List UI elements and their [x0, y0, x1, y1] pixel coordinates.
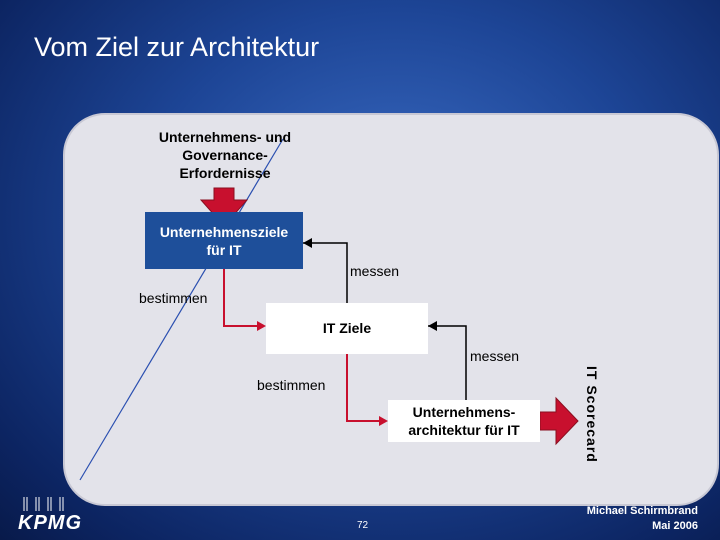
kpmg-logo: KPMG	[18, 512, 82, 534]
scorecard-text: IT Scorecard	[584, 365, 600, 463]
kpmg-logo-mark	[23, 497, 64, 511]
author-info: Michael Schirmbrand Mai 2006	[587, 504, 698, 534]
measure-connector-2	[428, 325, 467, 400]
measure-label-1: messen	[350, 263, 400, 279]
architecture-box: Unternehmens- architektur für IT	[388, 400, 540, 442]
page-title: Vom Ziel zur Architektur	[34, 32, 320, 62]
it-goals-label: IT Ziele	[322, 320, 372, 336]
requirements-line: Governance-	[182, 147, 268, 163]
author-name: Michael Schirmbrand	[586, 505, 698, 517]
author-date: Mai 2006	[652, 520, 698, 532]
diagonal-line	[79, 138, 284, 481]
page-number: 72	[357, 520, 369, 531]
measure-arrowhead-2	[428, 321, 437, 331]
scorecard-arrow	[539, 396, 579, 446]
requirements-label: Unternehmens- und Governance- Erforderni…	[140, 128, 310, 182]
architecture-box-line: Unternehmens-	[412, 404, 516, 420]
measure-label-2: messen	[470, 348, 520, 364]
determine-label-1: bestimmen	[139, 290, 208, 306]
goals-box: Unternehmensziele für IT	[145, 212, 303, 269]
it-goals-box: IT Ziele	[266, 303, 428, 354]
determine-connector-2	[346, 354, 384, 422]
goals-box-line: Unternehmensziele	[159, 223, 289, 240]
scorecard-label: IT Scorecard	[572, 365, 612, 463]
determine-label-2: bestimmen	[257, 377, 326, 393]
requirements-line: Unternehmens- und	[158, 129, 292, 145]
determine-arrowhead-1	[257, 321, 266, 331]
determine-arrowhead-2	[379, 416, 388, 426]
measure-connector-1	[303, 242, 348, 303]
architecture-box-line: architektur für IT	[408, 422, 520, 438]
measure-arrowhead-1	[303, 238, 312, 248]
determine-connector-1	[223, 269, 262, 327]
goals-box-line: für IT	[206, 241, 242, 258]
requirements-line: Erfordernisse	[179, 165, 271, 181]
